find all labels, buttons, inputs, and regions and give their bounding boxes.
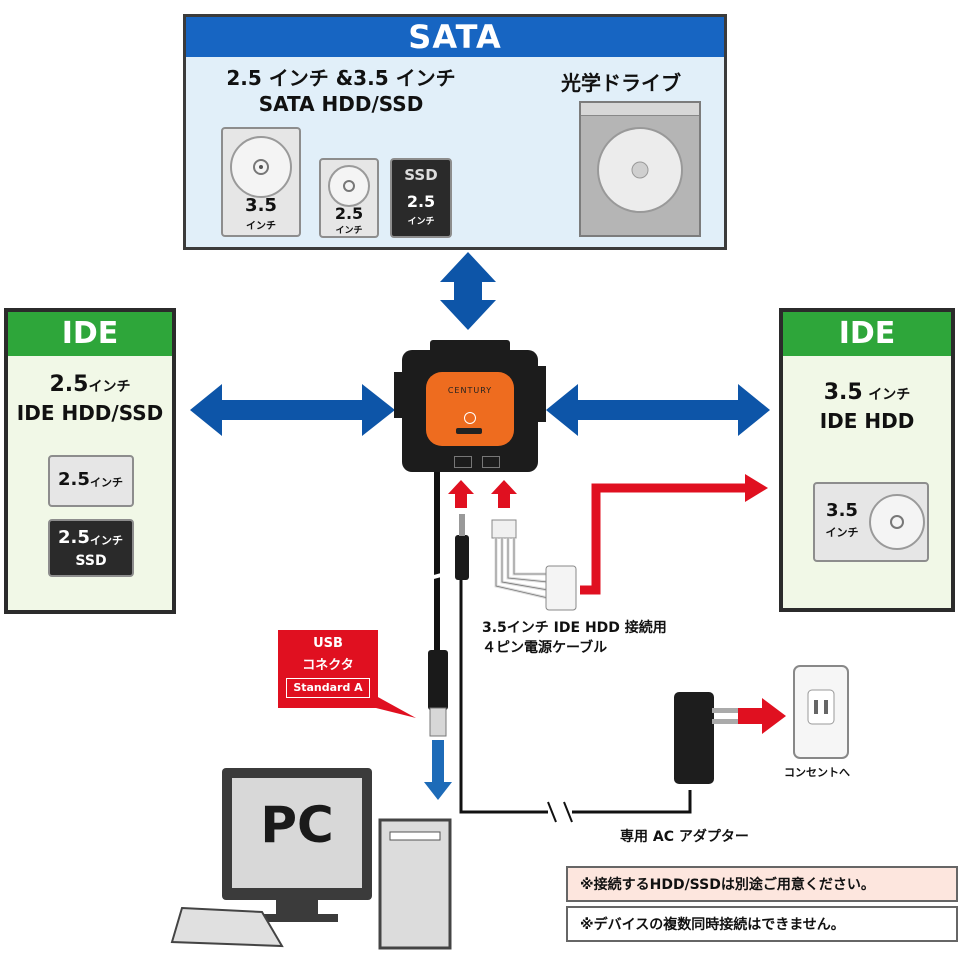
usb-callout: USB コネクタ Standard A — [278, 630, 378, 708]
hdd-platter-icon — [230, 136, 292, 198]
power-switch[interactable] — [456, 428, 482, 434]
ide-25-hdd-chip: 2.5 インチ — [48, 455, 134, 507]
ide-left-double-arrow — [190, 384, 395, 436]
sata-35-drive: 3.5 インチ — [221, 127, 301, 237]
dc-cable — [459, 570, 548, 814]
ide-left-panel: IDE 2.5インチ IDE HDD/SSD 2.5 インチ 2.5 インチ S… — [4, 308, 176, 614]
molex-connector — [545, 565, 577, 611]
dc-port — [482, 456, 500, 468]
molex-to-ide-arrow — [580, 483, 745, 595]
hdd-platter-icon — [869, 494, 925, 550]
dc-red-arrow — [448, 480, 474, 508]
ac-adapter-label: 専用 AC アダプター — [620, 829, 749, 845]
sata-port — [430, 340, 510, 354]
sata-hdd-title: 2.5 インチ &3.5 インチ SATA HDD/SSD — [226, 66, 456, 116]
disc-icon — [597, 127, 683, 213]
note-supply-drive: ※接続するHDD/SSDは別途ご用意ください。 — [566, 866, 958, 902]
power-button-icon[interactable] — [464, 412, 476, 424]
dc-plug — [455, 535, 469, 580]
outlet-red-arrow — [738, 698, 786, 734]
optical-drive-bezel — [581, 103, 699, 116]
ac-adapter — [674, 692, 714, 784]
ide-right-panel: IDE 3.5 インチ IDE HDD 3.5 インチ — [779, 308, 955, 612]
usb-plug-metal — [429, 707, 447, 737]
molex-plug — [491, 519, 517, 539]
ide-right-double-arrow — [546, 384, 770, 436]
optical-drive — [579, 101, 701, 237]
ide-right-title: 3.5 インチ IDE HDD — [819, 380, 915, 433]
note-single-device: ※デバイスの複数同時接続はできません。 — [566, 906, 958, 942]
pc-keyboard — [170, 906, 284, 948]
ide-left-header: IDE — [8, 312, 172, 356]
ide-right-header: IDE — [783, 312, 951, 356]
usb-down-arrow — [424, 740, 452, 800]
usb-plug-body — [428, 650, 448, 710]
sata-double-arrow — [440, 252, 496, 330]
outlet-label: コンセントへ — [784, 766, 850, 779]
ide-25-ssd-chip: 2.5 インチ SSD — [48, 519, 134, 577]
power-cable-label: 3.5インチ IDE HDD 接続用 ４ピン電源ケーブル — [482, 620, 667, 656]
sata-header: SATA — [186, 17, 724, 57]
sata-optical-title: 光学ドライブ — [561, 71, 681, 95]
pc-label: PC — [260, 796, 334, 854]
pc-tower — [378, 818, 452, 950]
adapter-device: CENTURY — [394, 340, 546, 472]
device-brand: CENTURY — [447, 386, 493, 395]
ide-left-title: 2.5インチ IDE HDD/SSD — [16, 372, 164, 425]
sata-panel: SATA 2.5 インチ &3.5 インチ SATA HDD/SSD 光学ドライ… — [183, 14, 727, 250]
usb-port — [454, 456, 472, 468]
usb-callout-pointer — [376, 696, 416, 718]
device-orange-panel: CENTURY — [426, 372, 514, 446]
ide-35-hdd: 3.5 インチ — [813, 482, 929, 562]
hdd-platter-icon — [328, 165, 370, 207]
molex-red-arrow — [491, 480, 517, 508]
sata-ssd-drive: SSD 2.5 インチ — [390, 158, 452, 238]
ide-35-port — [536, 366, 546, 422]
sata-25-drive: 2.5 インチ — [319, 158, 379, 238]
ide-25-port — [394, 372, 404, 418]
